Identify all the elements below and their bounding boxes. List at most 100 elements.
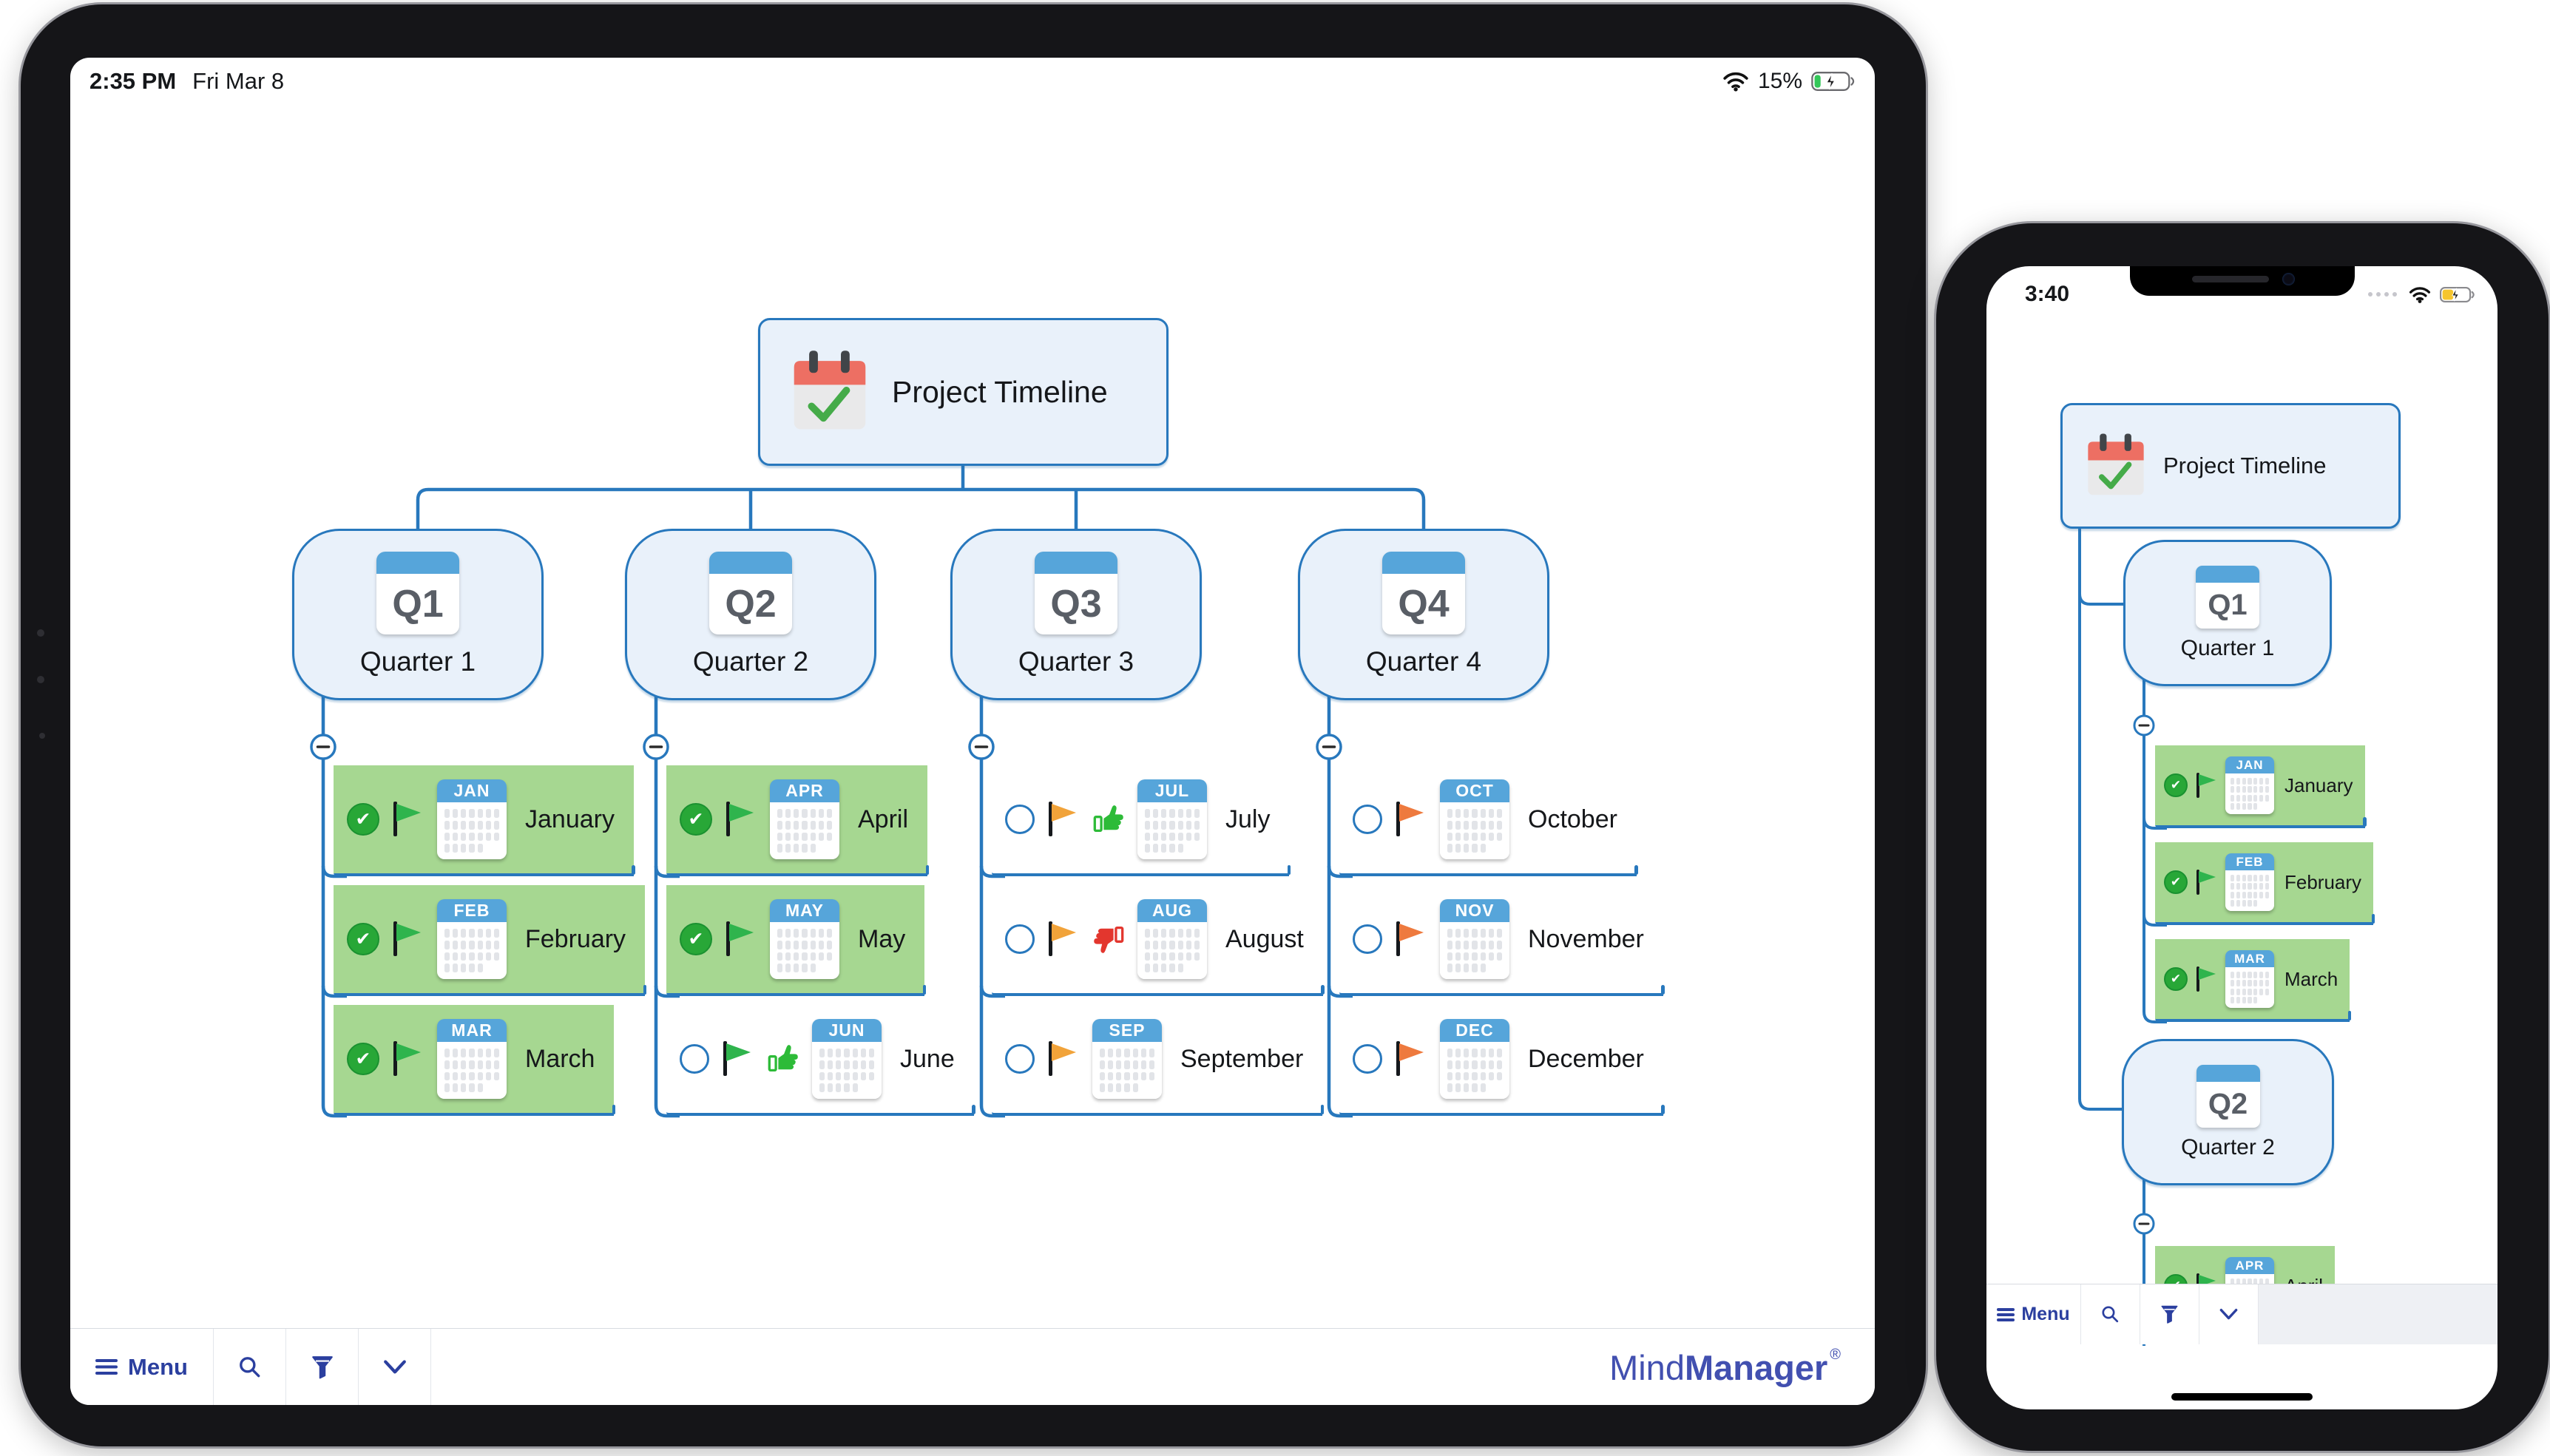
task-complete-icon[interactable] — [680, 803, 712, 836]
month-calendar-icon: MAY — [770, 899, 839, 979]
month-calendar-icon: SEP — [1092, 1019, 1162, 1099]
flag-icon-green — [2195, 965, 2218, 993]
menu-hamburger-icon — [1997, 1307, 2015, 1321]
task-open-icon[interactable] — [1005, 1044, 1035, 1074]
month-calendar-icon: OCT — [1440, 779, 1509, 859]
task-complete-icon[interactable] — [2164, 967, 2188, 991]
task-open-icon[interactable] — [1353, 924, 1382, 954]
root-topic-label: Project Timeline — [2163, 453, 2327, 478]
ipad-status-bar: 2:35 PM Fri Mar 8 15% — [70, 58, 1875, 101]
task-open-icon[interactable] — [1005, 805, 1035, 834]
flag-icon-green — [392, 800, 425, 839]
quarter-calendar-icon: Q3 — [1035, 552, 1117, 634]
quarter-calendar-icon: Q1 — [376, 552, 459, 634]
flag-icon-amber — [1047, 800, 1080, 839]
calendar-check-icon — [2088, 433, 2144, 495]
month-calendar-icon: FEB — [437, 899, 507, 979]
ipad-screen: 2:35 PM Fri Mar 8 15% — [70, 58, 1875, 1405]
quarter-topic-q1[interactable]: Q1 Quarter 1 — [292, 529, 544, 700]
thumbs-up-icon — [1093, 805, 1123, 833]
task-open-icon[interactable] — [1005, 924, 1035, 954]
flag-icon-orange — [1395, 1040, 1427, 1078]
task-open-icon[interactable] — [1353, 1044, 1382, 1074]
flag-icon-green — [392, 1040, 425, 1078]
cellular-dots-icon — [2368, 292, 2397, 297]
ipad-side-mic-dot — [39, 733, 45, 739]
collapse-toolbar-button[interactable] — [359, 1329, 431, 1405]
root-topic-project-timeline[interactable]: Project Timeline — [2060, 403, 2401, 529]
menu-button[interactable]: Menu — [1986, 1284, 2081, 1344]
flag-icon-orange — [1395, 920, 1427, 958]
chevron-down-icon — [2219, 1308, 2238, 1320]
iphone-notch — [2130, 266, 2355, 296]
quarter-topic-q4[interactable]: Q4 Quarter 4 — [1298, 529, 1549, 700]
flag-icon-amber — [1047, 1040, 1080, 1078]
search-button[interactable] — [2081, 1284, 2140, 1344]
calendar-check-icon — [794, 351, 866, 430]
menu-hamburger-icon — [95, 1358, 118, 1375]
collapse-toolbar-button[interactable] — [2199, 1284, 2259, 1344]
task-complete-icon[interactable] — [347, 803, 379, 836]
ipad-bottom-toolbar: Menu MindManager® — [70, 1328, 1875, 1405]
filter-funnel-icon — [2161, 1305, 2178, 1324]
quarter-calendar-icon: Q2 — [2196, 1064, 2260, 1128]
ipad-side-camera-dot — [37, 629, 44, 637]
filter-button[interactable] — [2140, 1284, 2199, 1344]
collapse-minus-icon[interactable] — [310, 734, 1342, 760]
month-calendar-icon: JAN — [2225, 756, 2274, 814]
ipad-side-sensor-dot — [37, 676, 44, 683]
wifi-icon — [1723, 72, 1748, 92]
month-calendar-icon: JAN — [437, 779, 507, 859]
flag-icon-amber — [1047, 920, 1080, 958]
flag-icon-green — [722, 1040, 754, 1078]
ipad-device-frame: 2:35 PM Fri Mar 8 15% — [21, 4, 1926, 1446]
task-open-icon[interactable] — [1353, 805, 1382, 834]
task-complete-icon[interactable] — [2164, 773, 2188, 797]
status-date: Fri Mar 8 — [192, 68, 285, 94]
home-indicator[interactable] — [2171, 1393, 2313, 1401]
task-complete-icon[interactable] — [347, 1043, 379, 1075]
iphone-status-bar: 3:40 — [1986, 266, 2497, 312]
root-topic-project-timeline[interactable]: Project Timeline — [758, 318, 1169, 466]
status-time: 2:35 PM — [89, 68, 177, 94]
month-calendar-icon: FEB — [2225, 853, 2274, 911]
flag-icon-green — [725, 800, 757, 839]
quarter-topic-q1[interactable]: Q1 Quarter 1 — [2123, 540, 2332, 686]
speaker-slot — [2192, 276, 2269, 282]
quarter-topic-q3[interactable]: Q3 Quarter 3 — [950, 529, 1202, 700]
task-complete-icon[interactable] — [2164, 870, 2188, 894]
filter-button[interactable] — [286, 1329, 359, 1405]
quarter-topic-q2[interactable]: Q2 Quarter 2 — [2122, 1039, 2334, 1185]
mindmanager-logo: MindManager® — [1609, 1346, 1841, 1387]
menu-button[interactable]: Menu — [70, 1329, 214, 1405]
quarter-topic-q2[interactable]: Q2 Quarter 2 — [625, 529, 876, 700]
search-button[interactable] — [214, 1329, 286, 1405]
battery-charging-icon — [1811, 72, 1855, 91]
status-time: 3:40 — [2025, 282, 2070, 306]
battery-percent: 15% — [1757, 69, 1802, 93]
month-calendar-icon: NOV — [1440, 899, 1509, 979]
iphone-bottom-toolbar: Menu — [1986, 1284, 2497, 1344]
task-complete-icon[interactable] — [347, 923, 379, 955]
task-open-icon[interactable] — [680, 1044, 709, 1074]
month-calendar-icon: APR — [770, 779, 839, 859]
front-camera-dot — [2282, 273, 2295, 285]
task-complete-icon[interactable] — [680, 923, 712, 955]
month-calendar-icon: AUG — [1137, 899, 1207, 979]
